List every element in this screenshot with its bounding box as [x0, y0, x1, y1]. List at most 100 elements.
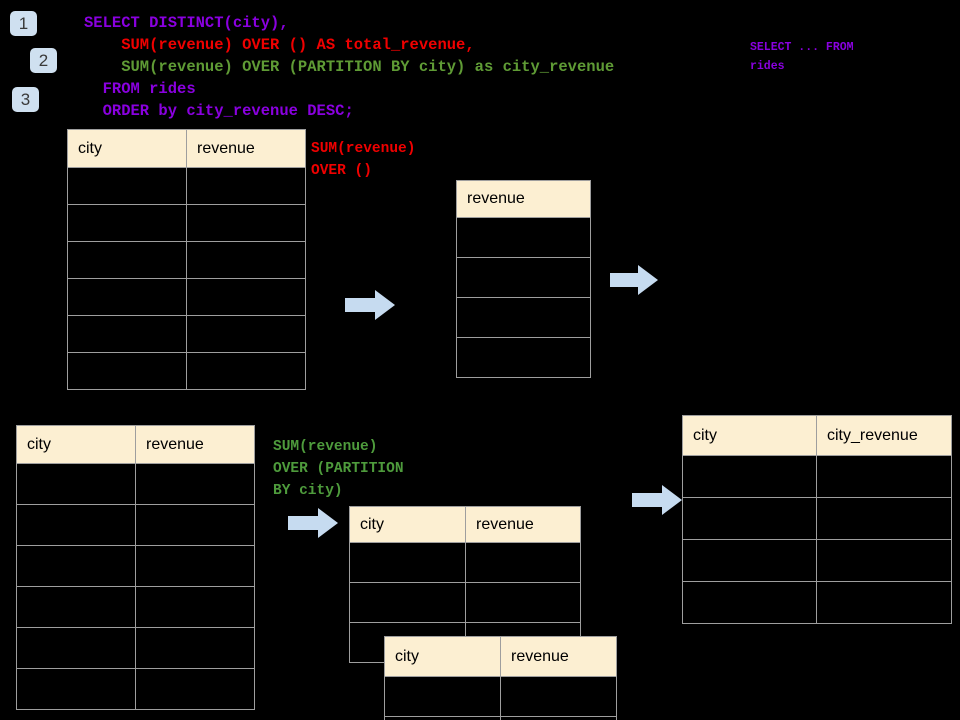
column-header-city-revenue: city_revenue [816, 415, 952, 456]
rides-source-table-top: city revenue [67, 129, 306, 390]
arrow-rides-to-total-revenue [345, 290, 395, 320]
table-row [384, 716, 617, 720]
table-row [456, 297, 591, 338]
cell-revenue [135, 586, 255, 628]
sql-line-city-revenue: SUM(revenue) OVER (PARTITION BY city) as… [84, 57, 614, 79]
cell-city [67, 167, 187, 205]
sql-line-total-revenue-text: SUM(revenue) OVER () AS total_revenue, [84, 36, 475, 54]
table-header-row: city revenue [349, 506, 581, 543]
cell-city [349, 582, 466, 623]
step-badge-1: 1 [10, 11, 37, 36]
cell-city [16, 545, 136, 587]
table-row [682, 581, 952, 624]
cell-revenue [186, 167, 306, 205]
sql-line-city-revenue-text: SUM(revenue) OVER (PARTITION BY city) as… [84, 58, 615, 76]
cell-city [67, 241, 187, 279]
annotation-total-revenue: SUM(revenue) OVER () [311, 138, 415, 182]
sql-side-note-text: SELECT ... FROM rides [750, 41, 854, 73]
table-row [682, 455, 952, 498]
column-header-city: city [67, 129, 187, 168]
table-row [16, 463, 255, 505]
table-row [16, 545, 255, 587]
table-row [16, 668, 255, 710]
cell-revenue [186, 278, 306, 316]
table-row [67, 278, 306, 316]
table-row [456, 257, 591, 298]
step-badge-2: 2 [30, 48, 57, 73]
cell-revenue [135, 504, 255, 546]
cell-revenue [186, 241, 306, 279]
table-header-row: city revenue [67, 129, 306, 168]
arrow-partition-to-result [632, 485, 682, 515]
result-table: city city_revenue [682, 415, 952, 624]
cell-revenue [500, 676, 617, 717]
table-row [67, 204, 306, 242]
column-header-revenue: revenue [456, 180, 591, 218]
step-badge-3-label: 3 [20, 90, 31, 109]
table-row [682, 539, 952, 582]
table-row [682, 497, 952, 540]
table-header-row: city revenue [16, 425, 255, 464]
cell-revenue [186, 204, 306, 242]
cell-city [67, 278, 187, 316]
cell-city [67, 352, 187, 390]
column-header-revenue: revenue [500, 636, 617, 677]
cell-revenue [456, 297, 591, 338]
cell-city-revenue [816, 539, 952, 582]
cell-revenue [456, 257, 591, 298]
column-header-city: city [682, 415, 817, 456]
cell-revenue [456, 217, 591, 258]
table-row [67, 352, 306, 390]
arrow-total-revenue-to-result [610, 265, 658, 295]
sql-line-order-by: ORDER by city_revenue DESC; [84, 101, 354, 123]
table-row [349, 542, 581, 583]
cell-city [16, 627, 136, 669]
cell-city-revenue [816, 497, 952, 540]
cell-city [16, 668, 136, 710]
column-header-revenue: revenue [186, 129, 306, 168]
sql-line-order-by-text: ORDER by city_revenue DESC; [84, 102, 354, 120]
rides-source-table-bottom: city revenue [16, 425, 255, 710]
cell-city [67, 315, 187, 353]
sql-line-total-revenue: SUM(revenue) OVER () AS total_revenue, [84, 35, 475, 57]
cell-revenue [186, 352, 306, 390]
cell-city-revenue [816, 581, 952, 624]
cell-city [384, 676, 501, 717]
cell-revenue [456, 337, 591, 378]
table-row [384, 676, 617, 717]
sql-line-from-text: FROM rides [84, 80, 196, 98]
sql-line-from: FROM rides [84, 79, 196, 101]
table-header-row: revenue [456, 180, 591, 218]
table-row [456, 337, 591, 378]
table-row [349, 582, 581, 623]
column-header-revenue: revenue [135, 425, 255, 464]
cell-revenue [465, 582, 581, 623]
table-row [16, 504, 255, 546]
cell-city [384, 716, 501, 720]
total-revenue-table: revenue [456, 180, 591, 378]
step-badge-1-label: 1 [18, 14, 29, 33]
column-header-city: city [384, 636, 501, 677]
annotation-city-revenue-text: SUM(revenue) OVER (PARTITION BY city) [273, 439, 404, 499]
cell-revenue [186, 315, 306, 353]
column-header-city: city [349, 506, 466, 543]
cell-city [682, 581, 817, 624]
annotation-total-revenue-text: SUM(revenue) OVER () [311, 141, 416, 179]
table-row [67, 241, 306, 279]
cell-city [682, 539, 817, 582]
arrow-rides-to-partition [288, 508, 338, 538]
sql-side-note: SELECT ... FROM rides [750, 38, 854, 76]
cell-city [349, 542, 466, 583]
sql-line-select: SELECT DISTINCT(city), [84, 13, 289, 35]
table-row [16, 586, 255, 628]
cell-city [682, 455, 817, 498]
cell-revenue [135, 463, 255, 505]
table-header-row: city revenue [384, 636, 617, 677]
sql-line-select-text: SELECT DISTINCT(city), [84, 14, 289, 32]
table-row [16, 627, 255, 669]
annotation-city-revenue: SUM(revenue) OVER (PARTITION BY city) [273, 436, 404, 502]
cell-city [67, 204, 187, 242]
cell-revenue [135, 627, 255, 669]
cell-city [682, 497, 817, 540]
